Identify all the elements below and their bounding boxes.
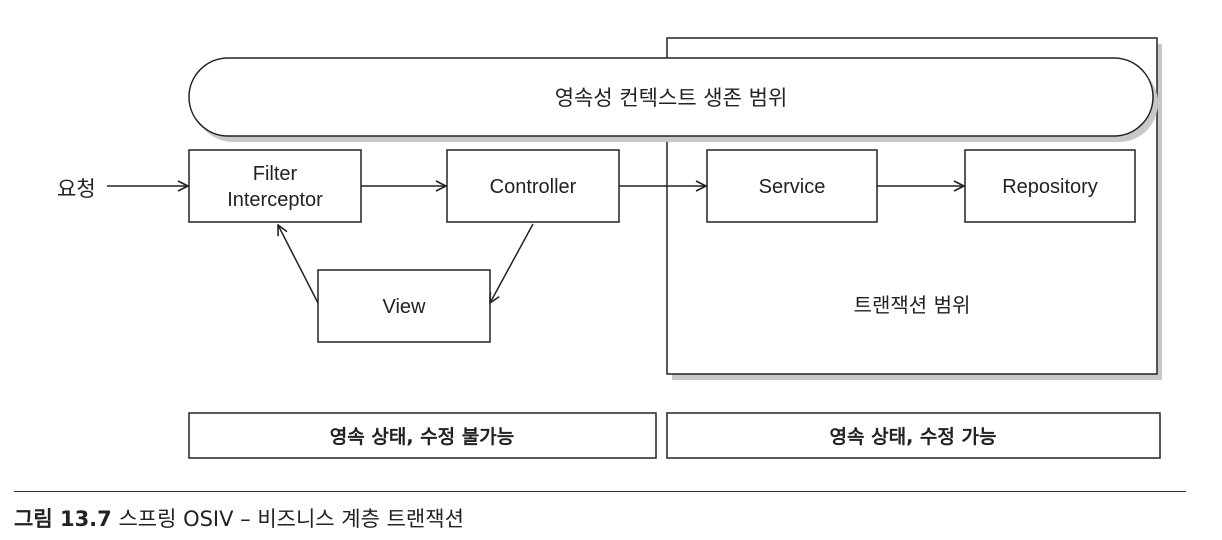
- repository-box: [964, 149, 1136, 223]
- view-box: [317, 269, 491, 343]
- caption-divider: [14, 491, 1186, 492]
- transaction-scope-label: 트랜잭션 범위: [854, 293, 971, 317]
- interceptor-label: Interceptor: [227, 189, 323, 211]
- state-box-left: [188, 412, 657, 459]
- controller-to-view-arrow: [490, 223, 534, 303]
- view-label: View: [383, 296, 427, 318]
- filter-label: Filter: [253, 163, 298, 185]
- controller-label: Controller: [490, 176, 577, 198]
- request-label: 요청: [57, 177, 96, 201]
- state-left-label: 영속 상태, 수정 불가능: [330, 426, 514, 448]
- filter-interceptor-box: [188, 149, 362, 223]
- repository-label: Repository: [1002, 176, 1098, 198]
- service-label: Service: [759, 176, 826, 198]
- view-to-filter-arrow: [278, 225, 319, 304]
- figure-caption: 그림 13.7 스프링 OSIV – 비즈니스 계층 트랜잭션: [14, 503, 464, 533]
- state-box-right: [666, 412, 1161, 459]
- persistence-context-ellipse: [188, 57, 1154, 137]
- persistence-context-label: 영속성 컨텍스트 생존 범위: [555, 86, 788, 110]
- caption-label: 그림 13.7: [14, 507, 112, 531]
- state-right-label: 영속 상태, 수정 가능: [830, 426, 997, 448]
- caption-text: 스프링 OSIV – 비즈니스 계층 트랜잭션: [111, 507, 464, 531]
